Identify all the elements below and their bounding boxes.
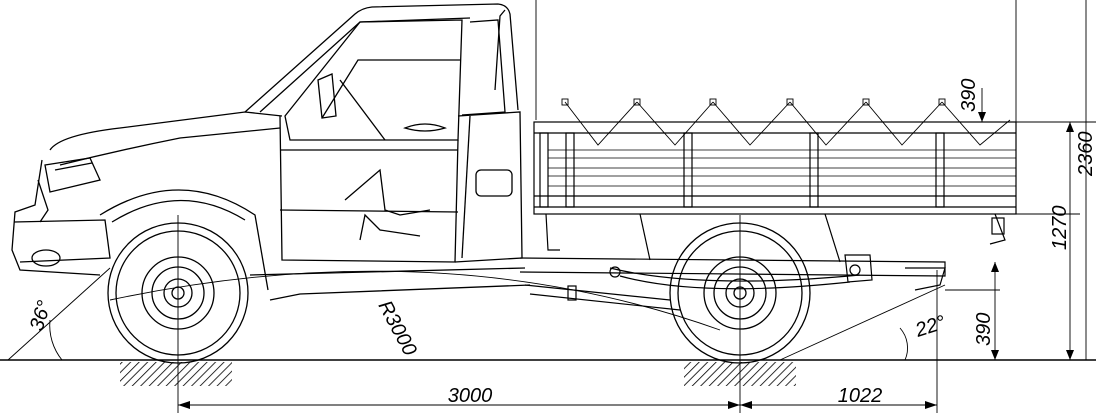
tarp-hooks — [561, 98, 1011, 146]
cargo-stakes — [539, 132, 945, 208]
approach-angle-label: 36° — [26, 298, 56, 334]
departure-angle-label: 22° — [912, 311, 949, 342]
dimension-lines — [7, 0, 1096, 413]
platform-height-label: 1270 — [1049, 206, 1071, 251]
wheelbase-label: 3000 — [448, 385, 493, 407]
cargo-slats — [548, 149, 1016, 187]
ramp-radius-label: R3000 — [374, 297, 421, 359]
front-ground-hatch — [120, 362, 232, 386]
side-board-height-label: 390 — [958, 79, 980, 112]
arrowheads — [178, 112, 1074, 409]
ground — [0, 359, 1096, 386]
ground-clearance-label: 390 — [973, 313, 995, 346]
overall-height-label: 2360 — [1075, 132, 1096, 178]
chassis — [519, 254, 946, 311]
cargo-body — [533, 98, 1017, 263]
rear-overhang-label: 1022 — [838, 385, 883, 407]
cab — [244, 3, 531, 301]
hood-and-front — [11, 111, 283, 291]
